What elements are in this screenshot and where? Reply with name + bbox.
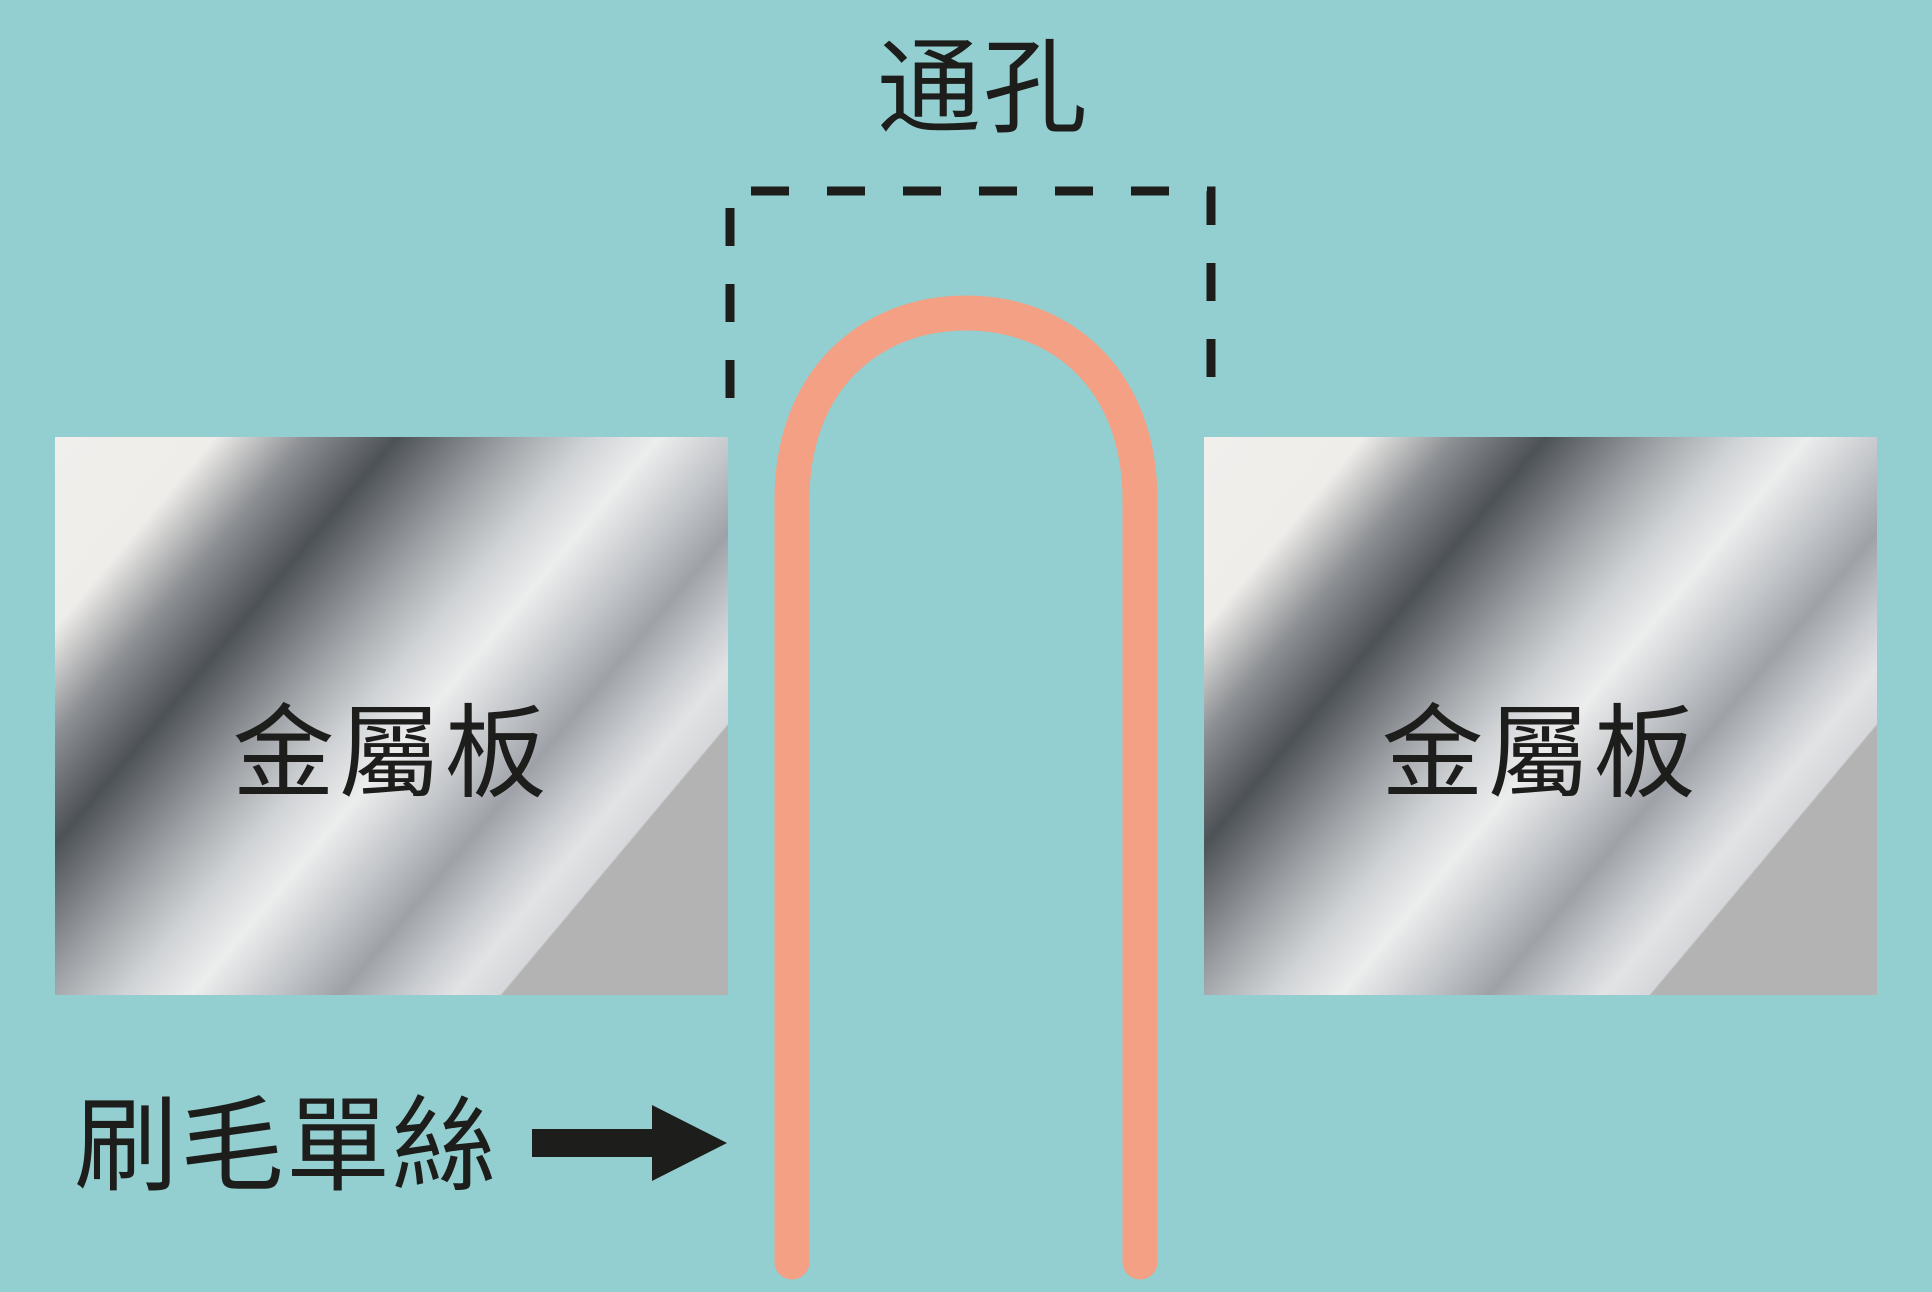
brush-filament-u-shape [774,295,1158,1280]
arrow-right-icon [532,1105,727,1181]
metal-plate-right: 金屬板 [1204,437,1877,995]
metal-plate-right-label: 金屬板 [1381,695,1700,814]
via-hole-dashed-box [725,186,1216,398]
metal-plate-left-label: 金屬板 [232,695,551,814]
metal-plate-left: 金屬板 [55,437,728,995]
via-hole-title: 通孔 [876,27,1089,149]
brush-filament-label: 刷毛單絲 [74,1085,499,1207]
